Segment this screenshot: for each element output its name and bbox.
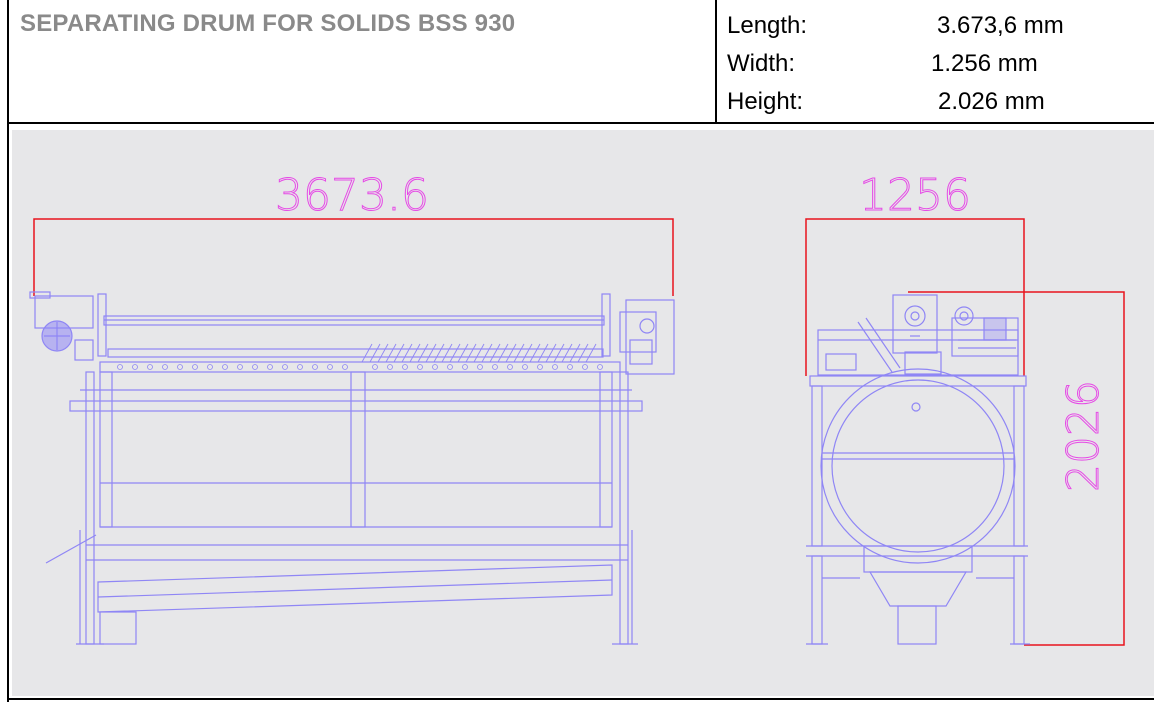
header-row: SEPARATING DRUM FOR SOLIDS BSS 930 Lengt… [7, 0, 1154, 124]
height-dimension: 2026 [908, 291, 1125, 646]
width-dimension-text: 1256 [859, 170, 971, 221]
width-label: Width: [727, 50, 796, 77]
front-view [806, 294, 1030, 645]
bottom-border [7, 698, 1154, 700]
side-view [29, 291, 675, 645]
dimension-row-height: Height: 2.026 mm [727, 88, 1147, 118]
title-cell: SEPARATING DRUM FOR SOLIDS BSS 930 [9, 0, 717, 122]
length-label: Length: [727, 12, 808, 39]
width-value: 1.256 mm [931, 50, 1038, 77]
width-dimension-line [805, 218, 1025, 376]
width-dimension: 1256 [805, 170, 1025, 376]
technical-drawing [7, 124, 1154, 702]
length-dimension: 3673.6 [33, 170, 674, 296]
drawing-background [12, 130, 1154, 696]
height-dimension-line [908, 291, 1125, 646]
dimensions-cell: Length: 3.673,6 mm Width: 1.256 mm Heigh… [717, 0, 1154, 122]
dimension-row-length: Length: 3.673,6 mm [727, 12, 1147, 42]
length-value: 3.673,6 mm [937, 12, 1064, 39]
length-dimension-text: 3673.6 [275, 170, 429, 221]
height-label: Height: [727, 88, 804, 115]
height-dimension-text: 2026 [1058, 380, 1109, 492]
dimension-row-width: Width: 1.256 mm [727, 50, 1147, 80]
length-dimension-line [33, 218, 674, 296]
product-title: SEPARATING DRUM FOR SOLIDS BSS 930 [20, 10, 516, 37]
height-value: 2.026 mm [938, 88, 1045, 115]
